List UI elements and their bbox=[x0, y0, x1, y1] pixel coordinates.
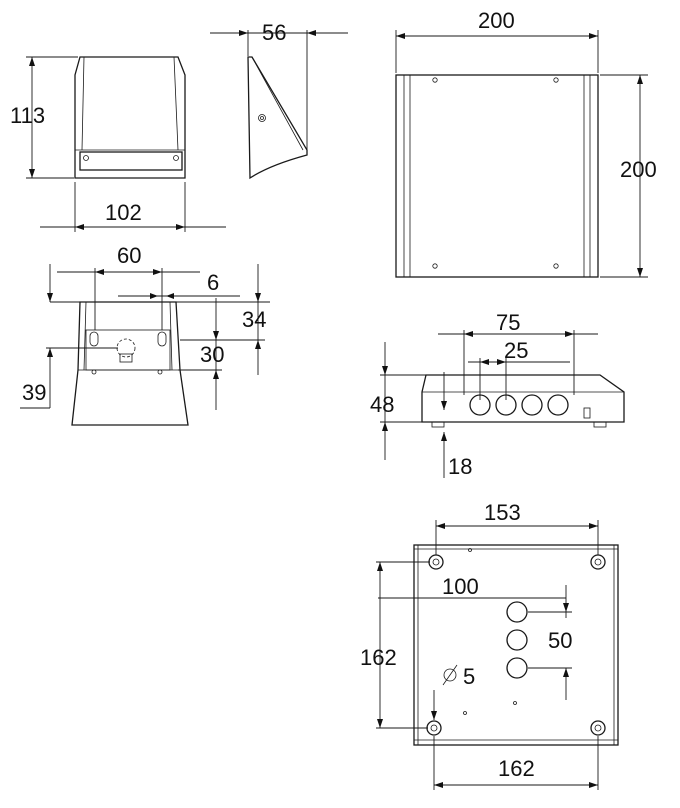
view-bracket bbox=[20, 264, 270, 426]
dim-60: 60 bbox=[117, 243, 141, 268]
dim-25: 25 bbox=[504, 338, 528, 363]
view-front-luminaire bbox=[26, 56, 226, 232]
dim-34: 34 bbox=[242, 307, 266, 332]
dim-6: 6 bbox=[207, 270, 219, 295]
dim-phi-5: 5 bbox=[463, 664, 475, 689]
dim-50: 50 bbox=[548, 628, 572, 653]
dim-162-horizontal: 162 bbox=[498, 756, 535, 781]
dim-113: 113 bbox=[10, 103, 45, 128]
view-bottom bbox=[380, 330, 625, 478]
dim-18: 18 bbox=[448, 454, 472, 479]
dim-100: 100 bbox=[442, 574, 479, 599]
dim-56: 56 bbox=[262, 20, 286, 45]
dim-39: 39 bbox=[22, 380, 46, 405]
dim-153: 153 bbox=[484, 500, 521, 525]
dim-102: 102 bbox=[105, 200, 142, 225]
dim-30: 30 bbox=[200, 342, 224, 367]
view-back bbox=[376, 520, 619, 790]
dim-75: 75 bbox=[496, 310, 520, 335]
dim-200-width: 200 bbox=[478, 8, 515, 33]
view-side-luminaire bbox=[210, 30, 348, 180]
dim-200-height: 200 bbox=[620, 157, 657, 182]
view-front-panel bbox=[395, 30, 648, 278]
dim-162-vertical: 162 bbox=[360, 645, 397, 670]
dim-48: 48 bbox=[370, 392, 394, 417]
